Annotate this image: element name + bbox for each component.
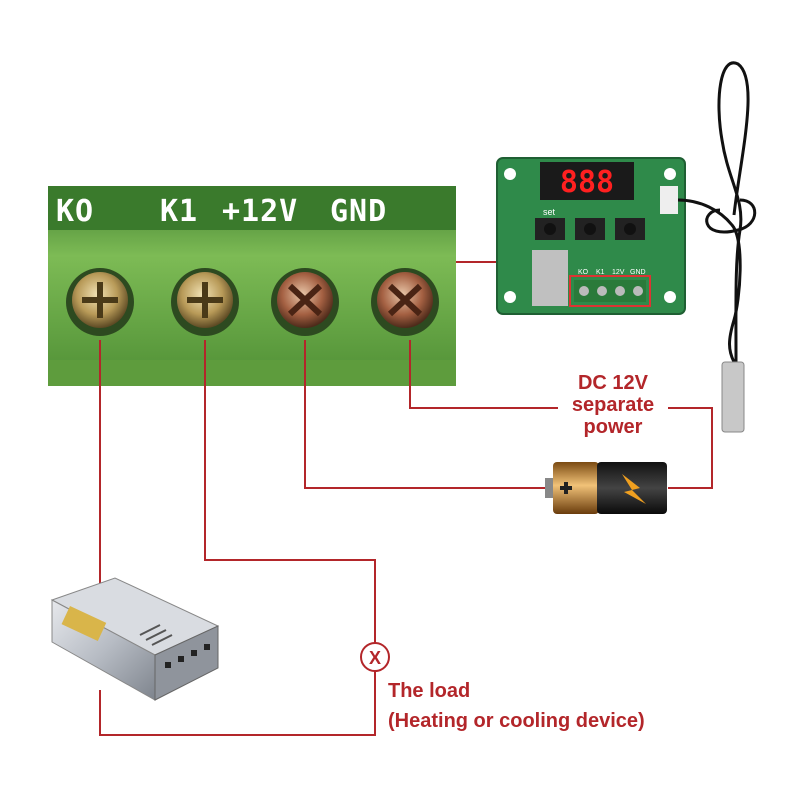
led-digits: 888: [560, 165, 614, 200]
power-label-line-2: separate: [571, 394, 655, 416]
module-terminal-highlight: [569, 275, 651, 307]
screw-k1[interactable]: [171, 268, 239, 336]
screw-gnd[interactable]: [371, 268, 439, 336]
screw-ko[interactable]: [66, 268, 134, 336]
power-label-line-1: DC 12V: [577, 372, 649, 394]
module-term-ko: KO: [578, 269, 589, 276]
terminal-block: [48, 186, 456, 386]
wire-psu-load: [99, 670, 376, 736]
load-label-subtitle: (Heating or cooling device): [388, 710, 645, 732]
load-symbol: X: [360, 642, 390, 672]
load-label-title: The load: [388, 680, 471, 702]
module-term-k1: K1: [596, 269, 605, 276]
power-source-label: DC 12V separate power: [558, 370, 668, 440]
power-supply: [50, 577, 220, 701]
power-label-line-3: power: [583, 416, 643, 438]
relay: [532, 250, 568, 306]
load-label: The load (Heating or cooling device): [388, 676, 645, 736]
module-term-gnd: GND: [630, 269, 646, 276]
wire-12v: [304, 340, 545, 489]
battery-icon: [545, 462, 667, 514]
temperature-probe: [677, 61, 757, 363]
wire-k1: [204, 340, 376, 643]
terminal-label-gnd: GND: [330, 194, 388, 229]
wire-gnd: [409, 340, 558, 409]
screw-12v[interactable]: [271, 268, 339, 336]
module-term-12v: 12V: [612, 269, 625, 276]
led-display: [540, 162, 634, 200]
wires: [99, 261, 713, 736]
terminal-label-12v: +12V: [222, 194, 299, 229]
sensor-connector: [660, 186, 678, 214]
wire-gnd-return: [668, 407, 713, 489]
load-x: X: [369, 648, 381, 668]
terminal-label-ko: KO: [56, 194, 95, 229]
set-label: set: [543, 207, 556, 217]
terminal-label-k1: K1: [160, 194, 199, 229]
probe-tip: [721, 361, 745, 433]
thermostat-module: 888 set KO K1 12V GND: [496, 157, 686, 315]
